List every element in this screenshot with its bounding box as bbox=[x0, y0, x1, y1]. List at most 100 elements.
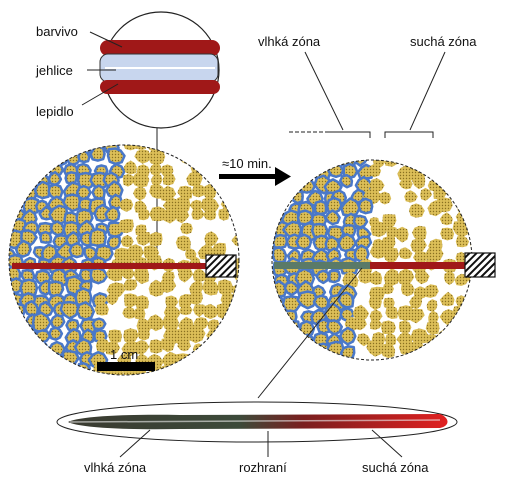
dry-particle bbox=[467, 224, 472, 238]
dry-particle bbox=[382, 214, 397, 228]
wet-particle bbox=[91, 184, 106, 200]
wet-zone-top-label: vlhká zóna bbox=[258, 34, 321, 49]
dry-particle bbox=[367, 163, 382, 178]
wet-particle bbox=[89, 145, 106, 162]
dry-particle bbox=[217, 279, 234, 297]
dry-particle bbox=[383, 247, 399, 264]
dry-particle bbox=[192, 268, 207, 283]
dry-particle bbox=[379, 191, 392, 205]
dry-particle bbox=[148, 231, 163, 247]
dry-particle bbox=[122, 173, 135, 187]
dry-particle bbox=[385, 305, 398, 319]
scale-bar bbox=[97, 362, 155, 371]
dry-particle bbox=[191, 207, 205, 220]
dry-particle bbox=[383, 268, 400, 287]
dry-particle bbox=[212, 242, 227, 258]
dry-particle bbox=[178, 265, 194, 283]
wet-particle bbox=[88, 227, 108, 247]
dry-particle bbox=[401, 281, 415, 297]
dry-particle bbox=[412, 173, 426, 190]
dry-particle bbox=[370, 221, 388, 238]
wet-particle bbox=[313, 199, 328, 216]
dry-particle bbox=[439, 291, 455, 307]
wet-particle bbox=[23, 300, 40, 317]
dry-particle bbox=[126, 244, 144, 262]
wet-particle bbox=[22, 196, 40, 215]
dry-particle bbox=[440, 227, 455, 241]
dry-particle bbox=[397, 165, 414, 182]
wet-particle bbox=[75, 301, 96, 321]
scale-label: 1 cm bbox=[110, 347, 138, 362]
dry-particle bbox=[179, 151, 195, 165]
dry-particle bbox=[175, 209, 190, 224]
dry-particle bbox=[468, 286, 472, 299]
dry-particle bbox=[414, 268, 430, 285]
dry-particle bbox=[385, 333, 397, 347]
wet-particle bbox=[280, 319, 301, 338]
wet-particle bbox=[9, 302, 26, 322]
wet-particle bbox=[14, 239, 32, 258]
wet-particle bbox=[47, 170, 63, 187]
wet-particle bbox=[337, 291, 355, 309]
dye-label: barvivo bbox=[36, 24, 78, 39]
dry-particle bbox=[369, 309, 383, 323]
wet-particle bbox=[59, 300, 81, 320]
dry-particle bbox=[149, 339, 164, 354]
dry-particle bbox=[134, 340, 150, 356]
dry-particle bbox=[423, 284, 439, 298]
dry-particle bbox=[412, 225, 427, 241]
dry-particle bbox=[147, 147, 166, 166]
dry-particle bbox=[159, 277, 177, 293]
wet-particle bbox=[338, 326, 357, 346]
dry-particle bbox=[123, 328, 139, 344]
dry-particle bbox=[368, 293, 382, 311]
wet-particle bbox=[296, 209, 315, 226]
dry-particle bbox=[133, 186, 147, 201]
wet-particle bbox=[296, 290, 318, 310]
interface-label: rozhraní bbox=[239, 460, 287, 475]
wet-particle bbox=[328, 269, 342, 284]
dry-particle bbox=[342, 271, 359, 289]
wet-particle bbox=[338, 173, 354, 189]
wet-particle bbox=[325, 319, 344, 336]
dry-particle bbox=[452, 305, 470, 321]
dry-particle bbox=[123, 145, 138, 151]
needle-dry-part bbox=[370, 262, 465, 269]
dry-particle bbox=[393, 226, 409, 243]
wet-particle bbox=[68, 241, 85, 259]
dry-particle bbox=[382, 282, 394, 295]
dye-layer bbox=[100, 40, 220, 56]
dry-particle bbox=[410, 238, 427, 255]
dry-particle bbox=[177, 339, 191, 352]
dry-particle bbox=[202, 183, 217, 201]
dry-particle bbox=[369, 270, 383, 285]
dry-particle bbox=[455, 235, 470, 248]
dry-particle bbox=[206, 327, 223, 344]
dry-particle bbox=[108, 329, 122, 344]
dry-particle bbox=[105, 293, 119, 306]
right-soil-sample bbox=[271, 159, 496, 361]
wet-particle bbox=[39, 230, 53, 244]
wet-particle bbox=[325, 196, 343, 214]
wet-particle bbox=[298, 177, 317, 194]
dry-particle bbox=[192, 184, 207, 198]
dry-particle bbox=[218, 208, 230, 221]
time-label: ≈10 min. bbox=[222, 156, 272, 171]
dry-particle bbox=[117, 219, 134, 234]
dry-particle bbox=[425, 334, 438, 347]
dry-particle bbox=[366, 339, 384, 357]
dry-particle bbox=[356, 333, 370, 347]
dry-particle bbox=[380, 236, 396, 251]
dry-particle bbox=[452, 221, 471, 238]
dry-particle bbox=[450, 189, 463, 202]
wet-particle bbox=[283, 280, 301, 297]
wet-particle bbox=[21, 325, 37, 340]
dry-particle bbox=[410, 328, 429, 344]
dry-particle bbox=[354, 317, 367, 331]
dry-particle bbox=[193, 304, 207, 318]
dry-particle bbox=[162, 173, 176, 186]
wet-particle bbox=[49, 220, 66, 237]
wet-particle bbox=[312, 294, 330, 311]
dry-particle bbox=[204, 231, 219, 247]
needle-wet-part bbox=[274, 262, 370, 269]
